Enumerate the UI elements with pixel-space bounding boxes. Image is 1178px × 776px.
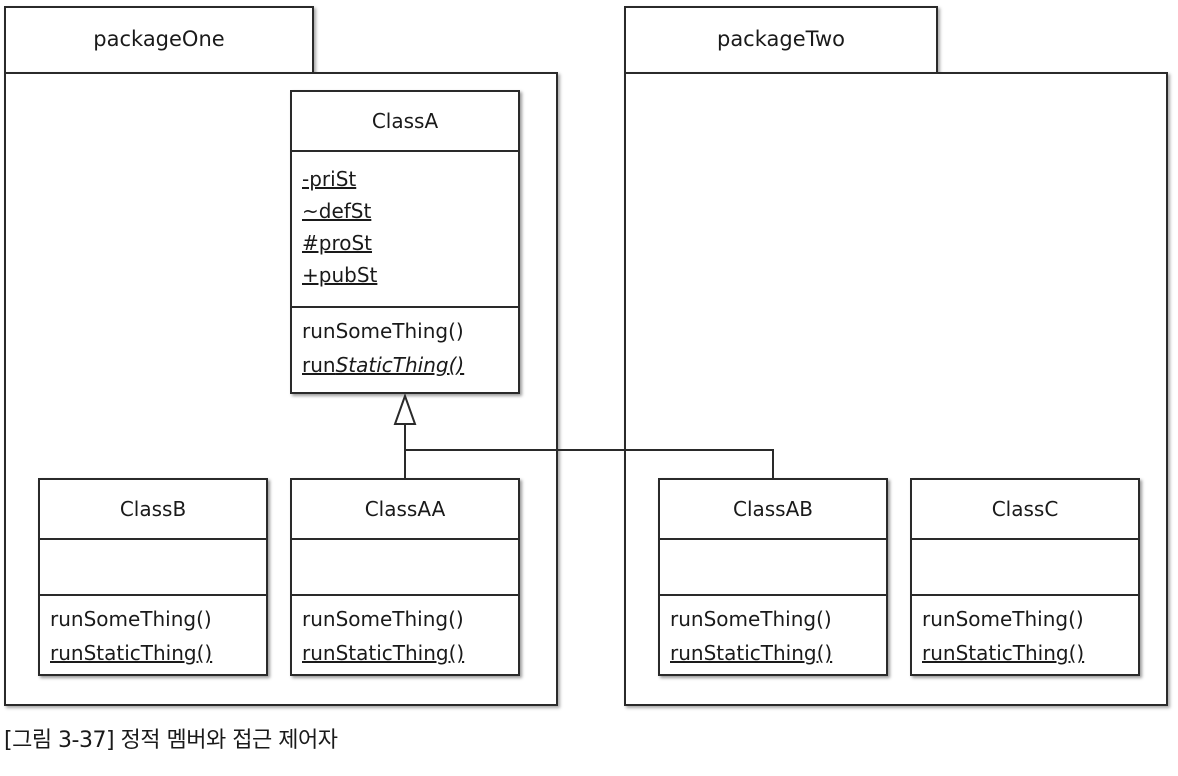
- class-c: ClassC runSomeThing() runStaticThing(): [910, 478, 1140, 676]
- class-aa: ClassAA runSomeThing() runStaticThing(): [290, 478, 520, 676]
- class-ab: ClassAB runSomeThing() runStaticThing(): [658, 478, 888, 676]
- operation-run-some-thing: runSomeThing(): [302, 319, 464, 343]
- class-b-attributes: [40, 540, 266, 596]
- package-one-tab: packageOne: [4, 6, 314, 74]
- package-two-name: packageTwo: [716, 27, 846, 51]
- class-c-operations: runSomeThing() runStaticThing(): [912, 596, 1138, 670]
- figure-caption: [그림 3-37] 정적 멤버와 접근 제어자: [4, 728, 338, 753]
- class-a-name: ClassA: [292, 92, 518, 152]
- package-one-name: packageOne: [93, 27, 225, 51]
- operation-run-static-thing: runStaticThing(): [302, 348, 518, 382]
- class-a-operations: runSomeThing() runStaticThing(): [292, 308, 518, 382]
- operation-run-some-thing: runSomeThing(): [922, 607, 1084, 631]
- class-ab-attributes: [660, 540, 886, 596]
- class-c-name: ClassC: [912, 480, 1138, 540]
- class-aa-name: ClassAA: [292, 480, 518, 540]
- class-b: ClassB runSomeThing() runStaticThing(): [38, 478, 268, 676]
- class-ab-name: ClassAB: [660, 480, 886, 540]
- class-c-attributes: [912, 540, 1138, 596]
- operation-run-some-thing: runSomeThing(): [670, 607, 832, 631]
- operation-italic-part: StaticThing(): [335, 353, 465, 377]
- operation-run-static-thing: runStaticThing(): [50, 641, 213, 665]
- attribute-default-static: ~defSt: [302, 199, 372, 223]
- operation-run-static-thing: runStaticThing(): [922, 641, 1085, 665]
- operation-run-static-thing: runStaticThing(): [302, 641, 465, 665]
- class-b-name: ClassB: [40, 480, 266, 540]
- generalization-arrowhead: [393, 393, 417, 425]
- operation-run-some-thing: runSomeThing(): [50, 607, 212, 631]
- operation-run-static-thing: runStaticThing(): [670, 641, 833, 665]
- class-a-attributes: -priSt ~defSt #proSt +pubSt: [292, 152, 518, 308]
- class-b-operations: runSomeThing() runStaticThing(): [40, 596, 266, 670]
- attribute-private-static: -priSt: [302, 167, 357, 191]
- attribute-protected-static: #proSt: [302, 231, 373, 255]
- operation-prefix: run: [302, 353, 336, 377]
- attribute-public-static: +pubSt: [302, 263, 378, 287]
- class-a: ClassA -priSt ~defSt #proSt +pubSt runSo…: [290, 90, 520, 394]
- package-two-tab: packageTwo: [624, 6, 938, 74]
- class-ab-operations: runSomeThing() runStaticThing(): [660, 596, 886, 670]
- class-aa-operations: runSomeThing() runStaticThing(): [292, 596, 518, 670]
- operation-run-some-thing: runSomeThing(): [302, 607, 464, 631]
- class-aa-attributes: [292, 540, 518, 596]
